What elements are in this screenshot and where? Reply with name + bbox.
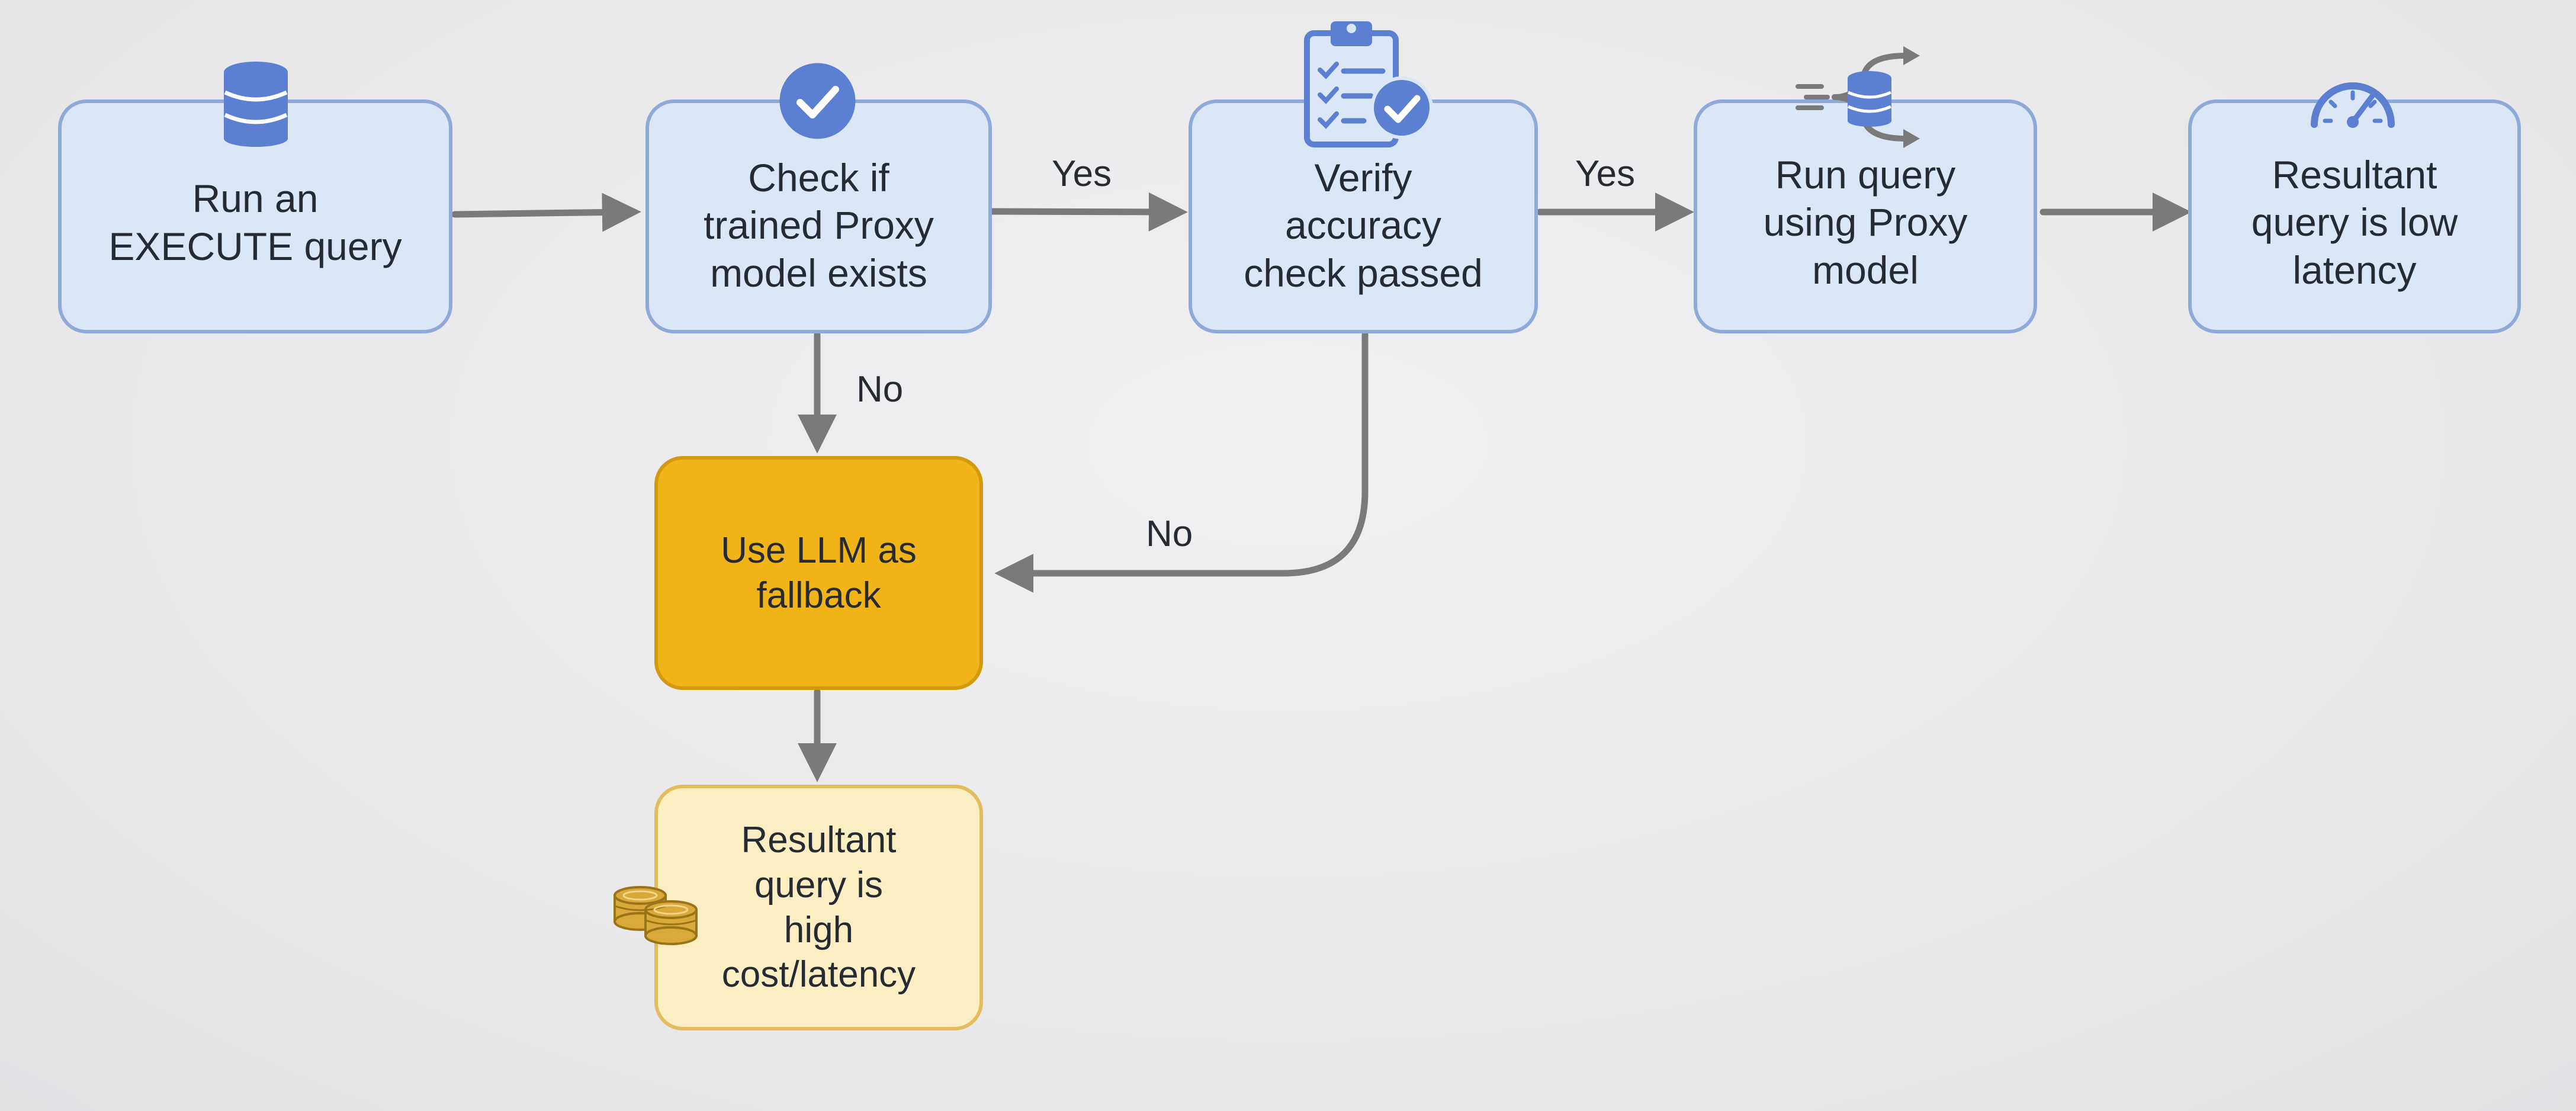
edge-label-no-1: No bbox=[856, 369, 904, 410]
node-run-execute-query-label: Run an EXECUTE query bbox=[108, 176, 402, 268]
clipboard-check-icon bbox=[1304, 21, 1433, 147]
edge-label-yes-2: Yes bbox=[1575, 153, 1636, 194]
node-llm-fallback: Use LLM as fallback bbox=[654, 456, 983, 690]
edge-run-to-check bbox=[451, 192, 641, 232]
coins-icon bbox=[614, 886, 698, 945]
edge-label-yes-1: Yes bbox=[1052, 153, 1112, 194]
speedometer-icon bbox=[2311, 82, 2395, 128]
node-low-latency: Resultant query is low latency bbox=[2188, 99, 2521, 333]
check-circle-icon bbox=[779, 63, 856, 139]
node-low-latency-label: Resultant query is low latency bbox=[2251, 152, 2458, 292]
database-icon bbox=[224, 62, 288, 147]
edge-check-to-verify bbox=[988, 192, 1188, 232]
database-routing-icon bbox=[1796, 46, 1920, 148]
node-verify-accuracy-label: Verify accuracy check passed bbox=[1244, 155, 1483, 295]
edge-label-no-2: No bbox=[1146, 513, 1193, 554]
node-high-cost-latency-label: Resultant query is high cost/latency bbox=[721, 820, 916, 996]
node-check-proxy-model-label: Check if trained Proxy model exists bbox=[704, 155, 934, 295]
edge-verify-to-llm bbox=[994, 331, 1369, 593]
node-llm-fallback-label: Use LLM as fallback bbox=[721, 529, 917, 616]
node-run-query-proxy-label: Run query using Proxy model bbox=[1763, 152, 1968, 292]
node-high-cost-latency: Resultant query is high cost/latency bbox=[654, 785, 983, 1030]
node-run-query-proxy: Run query using Proxy model bbox=[1694, 99, 2037, 333]
